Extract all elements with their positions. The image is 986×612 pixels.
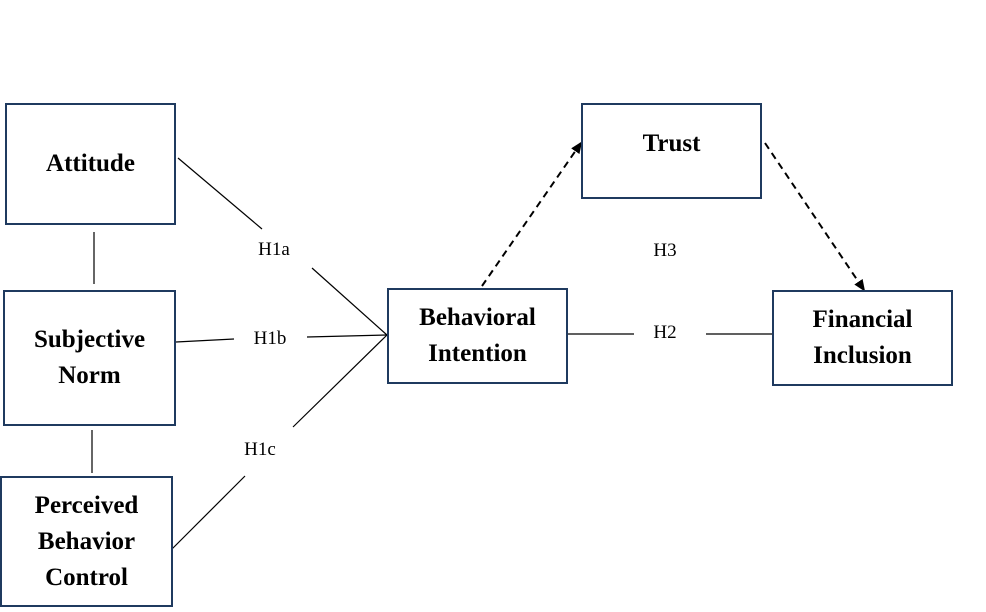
hypothesis-h1a-label: H1a bbox=[258, 239, 290, 260]
subjective-norm-label-line-2: Norm bbox=[58, 362, 121, 389]
behavioral-intention-node: Behavioral Intention bbox=[387, 288, 568, 384]
hypothesis-h2-label: H2 bbox=[653, 322, 677, 343]
financial-inclusion-label-line-2: Inclusion bbox=[813, 342, 912, 369]
pbc-label-line-2: Behavior bbox=[37, 527, 136, 555]
attitude-node: Attitude bbox=[5, 103, 176, 225]
perceived-behavior-control-node: Perceived Behavior Control bbox=[0, 476, 173, 607]
pbc-label-line-3: Control bbox=[45, 563, 128, 591]
edge-h1a-segment-2 bbox=[311, 267, 388, 336]
subjective-norm-node: Subjective Norm bbox=[3, 290, 176, 426]
financial-inclusion-node: Financial Inclusion bbox=[772, 290, 953, 386]
behavioral-intention-label-line-2: Intention bbox=[428, 340, 527, 367]
attitude-label: Attitude bbox=[46, 150, 135, 177]
edge-h1b-segment-2 bbox=[306, 334, 388, 338]
financial-inclusion-label-line-1: Financial bbox=[812, 306, 913, 333]
subjective-norm-label-line-1: Subjective bbox=[33, 326, 146, 353]
behavioral-intention-label-line-1: Behavioral bbox=[419, 304, 536, 331]
hypothesis-h1c-label: H1c bbox=[244, 439, 276, 460]
pbc-label-line-1: Perceived bbox=[34, 491, 139, 519]
trust-node: Trust bbox=[581, 103, 762, 199]
edge-h1b-segment-1 bbox=[175, 338, 235, 343]
edge-h1c-segment-1 bbox=[171, 475, 246, 550]
edge-trust-to-inclusion-arrow bbox=[764, 142, 866, 292]
trust-label: Trust bbox=[642, 130, 701, 157]
hypothesis-h1b-label: H1b bbox=[253, 328, 287, 349]
edge-intention-to-trust-arrow bbox=[481, 141, 583, 287]
hypothesis-h3-label: H3 bbox=[653, 240, 677, 261]
edge-h1c-segment-2 bbox=[292, 334, 388, 428]
edge-h1a-segment-1 bbox=[177, 157, 263, 230]
